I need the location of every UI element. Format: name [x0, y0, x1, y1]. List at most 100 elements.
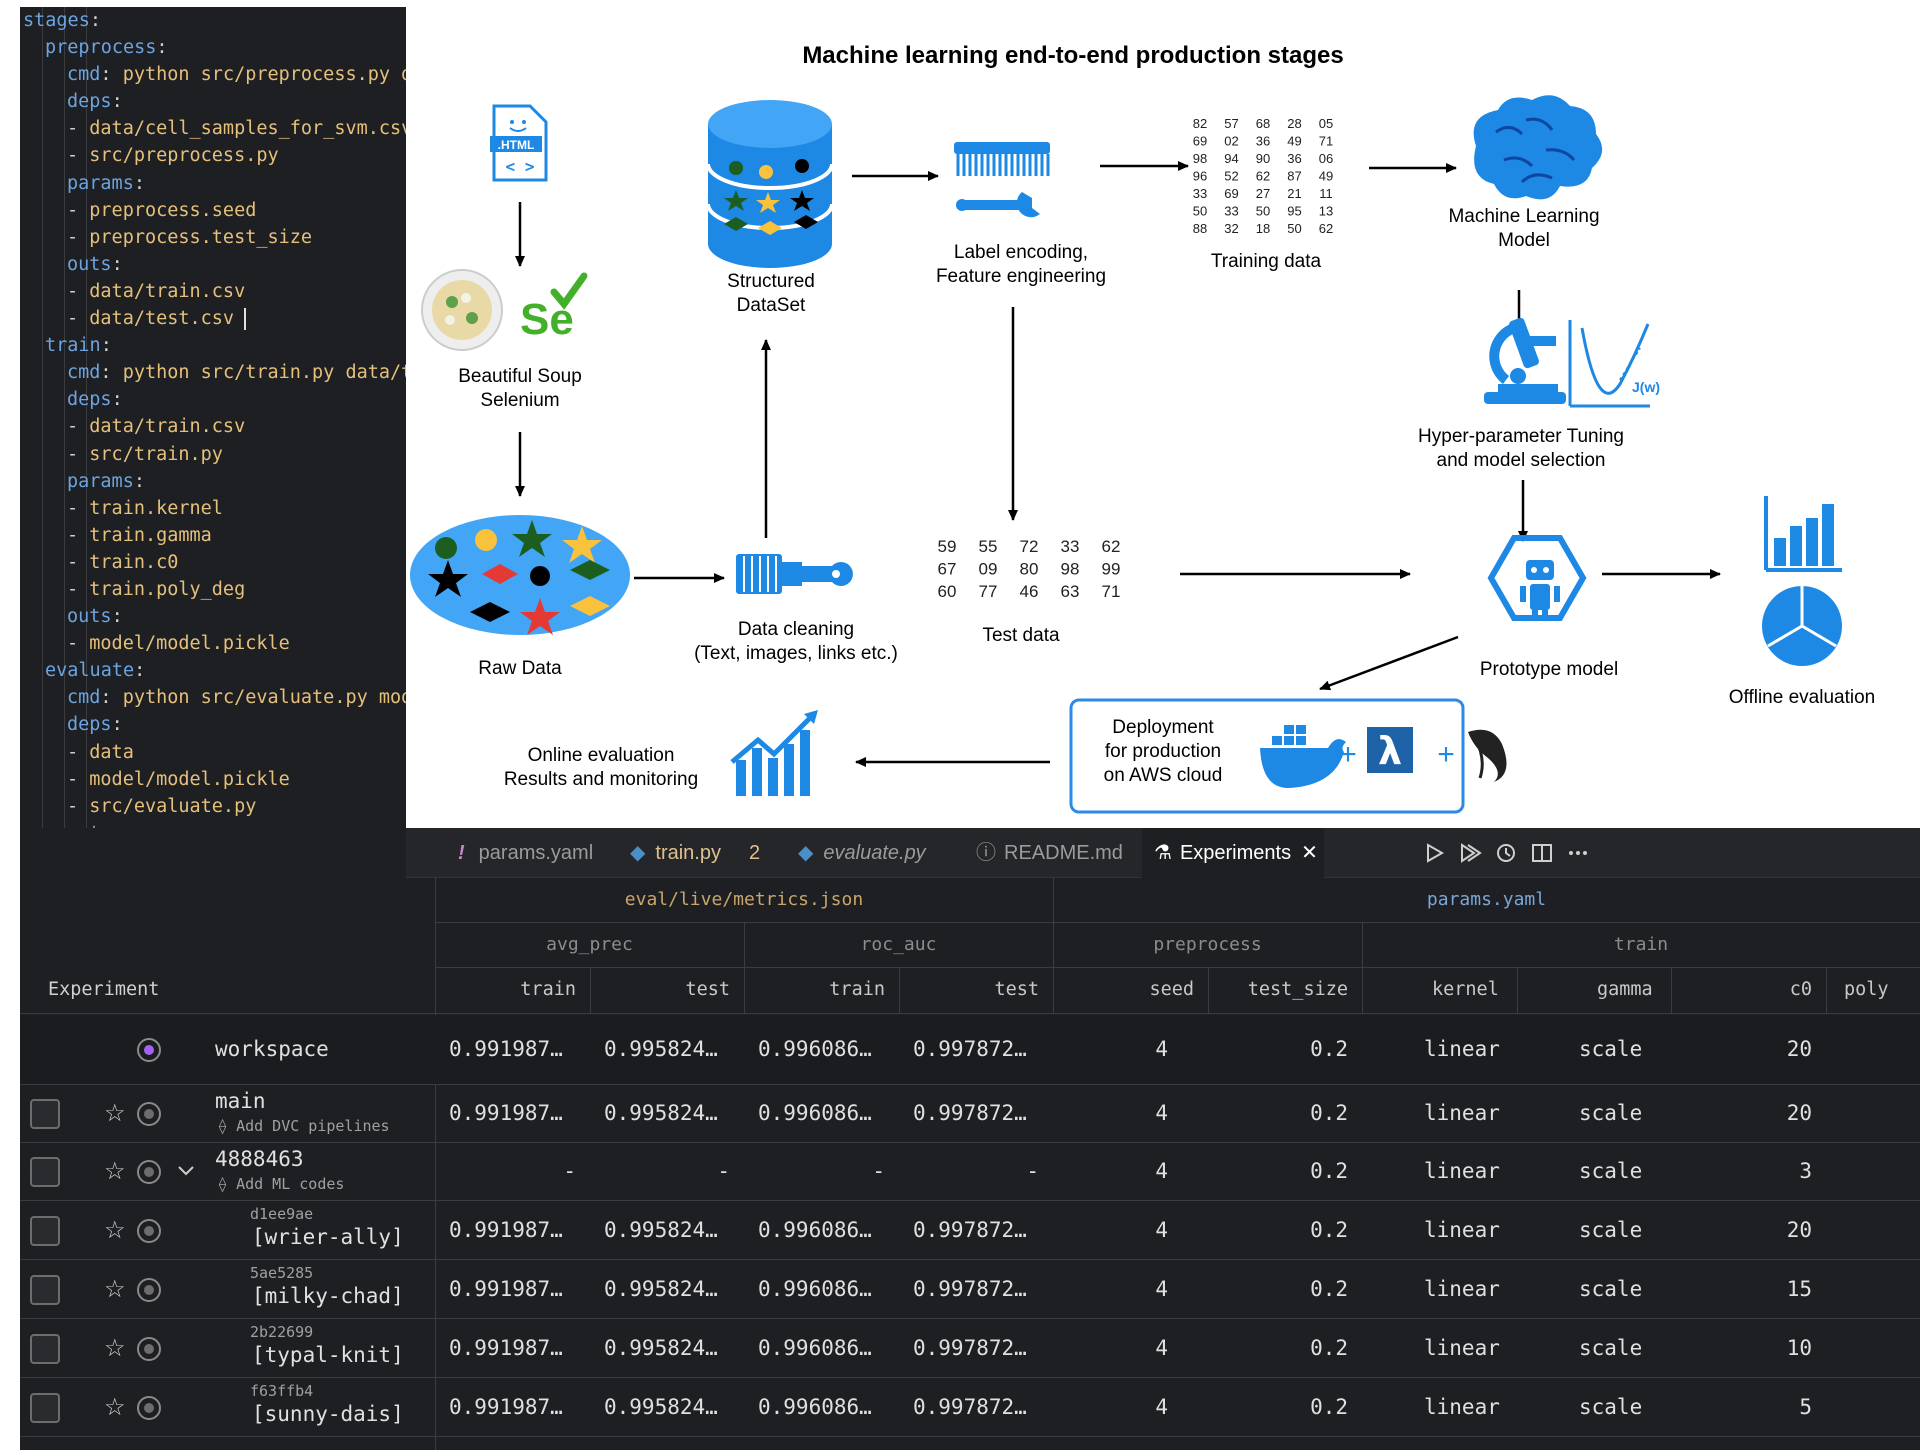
metric-cell[interactable]: linear [1424, 1335, 1500, 1360]
tab-params-yaml[interactable]: !params.yaml [458, 842, 594, 864]
row-checkbox[interactable] [30, 1274, 60, 1305]
metric-cell[interactable]: - [872, 1159, 885, 1183]
metric-cell[interactable]: 0.2 [1310, 1037, 1348, 1061]
metric-cell[interactable]: linear [1424, 1217, 1500, 1242]
yaml-line[interactable]: - train.gamma [20, 522, 406, 549]
metric-cell[interactable]: 0.2 [1310, 1101, 1348, 1125]
metric-cell[interactable]: 20 [1786, 1101, 1812, 1125]
experiment-column-header[interactable]: Experiment [48, 979, 160, 1000]
metric-cell[interactable]: - [717, 1159, 730, 1183]
metric-cell[interactable]: 0.995824… [604, 1276, 718, 1301]
metric-cell[interactable]: 3 [1799, 1159, 1812, 1183]
yaml-line[interactable]: evaluate: [20, 657, 406, 684]
star-icon[interactable]: ☆ [104, 1100, 126, 1127]
metric-cell[interactable]: scale [1579, 1037, 1643, 1061]
row-checkbox[interactable] [30, 1333, 60, 1364]
tab-evaluate-py[interactable]: ◆evaluate.py [798, 842, 926, 864]
metric-cell[interactable]: 20 [1786, 1217, 1812, 1242]
metric-cell[interactable]: 4 [1155, 1335, 1168, 1360]
metric-cell[interactable]: linear [1424, 1394, 1500, 1419]
metric-cell[interactable]: 0.995824… [604, 1335, 718, 1360]
metric-cell[interactable]: 0.991987… [449, 1217, 563, 1242]
metric-cell[interactable]: - [563, 1159, 576, 1183]
experiment-row[interactable]: ☆5ae5285[milky-chad]0.991987…0.995824…0.… [20, 1260, 1920, 1319]
metric-cell[interactable]: 0.2 [1310, 1335, 1348, 1360]
yaml-line[interactable]: outs: [20, 251, 406, 278]
radio-icon[interactable] [137, 1277, 161, 1302]
yaml-line[interactable]: - data/train.csv [20, 413, 406, 440]
row-checkbox[interactable] [30, 1157, 60, 1187]
star-icon[interactable]: ☆ [104, 1275, 126, 1303]
metric-cell[interactable]: scale [1579, 1394, 1643, 1419]
experiment-name[interactable]: 4888463 [215, 1147, 304, 1171]
yaml-line[interactable]: - src/train.py [20, 441, 406, 468]
yaml-line[interactable]: - data/train.csv [20, 278, 406, 305]
star-icon[interactable]: ☆ [104, 1334, 126, 1362]
yaml-line[interactable]: train: [20, 332, 406, 359]
metric-cell[interactable]: 0.2 [1310, 1217, 1348, 1242]
row-checkbox[interactable] [30, 1215, 60, 1246]
column-header-test-size[interactable]: test_size [1247, 979, 1348, 1000]
metric-cell[interactable]: 4 [1155, 1159, 1168, 1183]
metric-cell[interactable]: 0.997872… [913, 1101, 1027, 1125]
metric-cell[interactable]: 0.991987… [449, 1037, 563, 1061]
metric-cell[interactable]: 0.996086… [758, 1276, 872, 1301]
chevron-down-icon[interactable] [176, 1160, 196, 1180]
metric-cell[interactable]: scale [1579, 1159, 1643, 1183]
metric-cell[interactable]: 0.996086… [758, 1101, 872, 1125]
metric-cell[interactable]: 0.997872… [913, 1037, 1027, 1061]
metric-cell[interactable]: 0.996086… [758, 1335, 872, 1360]
metric-cell[interactable]: 0.996086… [758, 1394, 872, 1419]
metric-cell[interactable]: linear [1424, 1101, 1500, 1125]
metric-cell[interactable]: 0.997872… [913, 1217, 1027, 1242]
yaml-line[interactable]: - preprocess.test_size [20, 224, 406, 251]
yaml-line[interactable]: deps: [20, 88, 406, 115]
metric-cell[interactable]: 0.2 [1310, 1159, 1348, 1183]
yaml-line[interactable]: - train.kernel [20, 495, 406, 522]
yaml-line[interactable]: - src/evaluate.py [20, 793, 406, 820]
yaml-line[interactable]: cmd: python src/evaluate.py mode [20, 684, 406, 711]
close-icon[interactable]: ✕ [1301, 842, 1318, 864]
experiment-name[interactable]: [typal-knit] [252, 1343, 404, 1367]
experiment-name[interactable]: [milky-chad] [252, 1284, 404, 1308]
metric-cell[interactable]: 4 [1155, 1276, 1168, 1301]
metric-cell[interactable]: 0.2 [1310, 1394, 1348, 1419]
experiment-row[interactable]: ☆f63ffb4[sunny-dais]0.991987…0.995824…0.… [20, 1378, 1920, 1437]
metric-cell[interactable]: 4 [1155, 1394, 1168, 1419]
experiment-name[interactable]: [wrier-ally] [252, 1225, 404, 1249]
metric-cell[interactable]: 0.995824… [604, 1217, 718, 1242]
metric-cell[interactable]: 4 [1155, 1217, 1168, 1242]
radio-icon[interactable] [137, 1160, 161, 1184]
yaml-line[interactable]: - data/cell_samples_for_svm.csv [20, 115, 406, 142]
yaml-line[interactable]: cmd: python src/preprocess.py da [20, 61, 406, 88]
selected-dot-icon[interactable] [137, 1038, 161, 1062]
run-all-icon[interactable] [1458, 841, 1482, 865]
metric-cell[interactable]: 0.991987… [449, 1276, 563, 1301]
metric-cell[interactable]: scale [1579, 1101, 1643, 1125]
metric-cell[interactable]: 5 [1799, 1394, 1812, 1419]
star-icon[interactable]: ☆ [104, 1393, 126, 1421]
row-checkbox[interactable] [30, 1099, 60, 1129]
column-header-poly[interactable]: poly [1844, 979, 1889, 1000]
column-header-c0[interactable]: c0 [1789, 979, 1812, 1000]
metric-cell[interactable]: scale [1579, 1217, 1643, 1242]
experiment-name[interactable]: workspace [215, 1037, 329, 1061]
radio-icon[interactable] [137, 1395, 161, 1420]
metric-cell[interactable]: 0.991987… [449, 1101, 563, 1125]
metric-cell[interactable]: 0.997872… [913, 1276, 1027, 1301]
metric-cell[interactable]: 0.995824… [604, 1101, 718, 1125]
metric-cell[interactable]: 0.995824… [604, 1037, 718, 1061]
yaml-line[interactable]: - src/preprocess.py [20, 142, 406, 169]
yaml-line[interactable]: params: [20, 468, 406, 495]
star-icon[interactable]: ☆ [104, 1216, 126, 1244]
yaml-line[interactable]: - model/model.pickle [20, 630, 406, 657]
yaml-line[interactable]: - train.c0 [20, 549, 406, 576]
yaml-editor[interactable]: stages:preprocess:cmd: python src/prepro… [20, 7, 406, 952]
metric-cell[interactable]: 0.991987… [449, 1335, 563, 1360]
yaml-line[interactable]: - train.poly_deg [20, 576, 406, 603]
column-header-kernel[interactable]: kernel [1432, 979, 1499, 1000]
yaml-line[interactable]: - model/model.pickle [20, 766, 406, 793]
